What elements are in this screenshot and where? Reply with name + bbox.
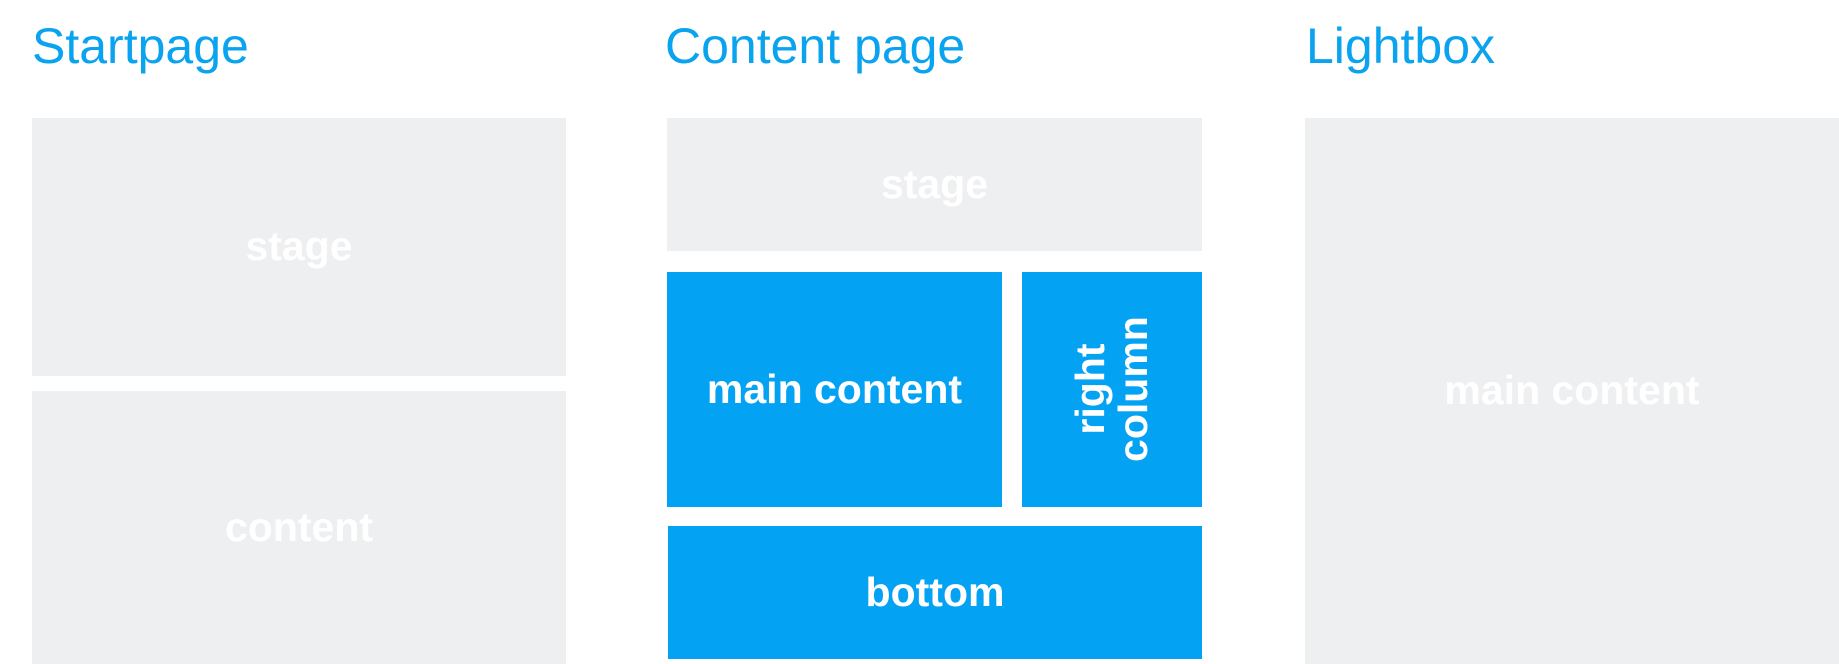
- lightbox-main-content-label: main content: [1444, 367, 1700, 414]
- startpage-content-region: content: [32, 391, 566, 664]
- bottom-region: bottom: [668, 526, 1202, 659]
- right-column-label: right column: [1066, 316, 1156, 463]
- content-page-heading: Content page: [665, 18, 966, 74]
- right-column-region: right column: [1022, 272, 1202, 507]
- content-page-stage-region: stage: [667, 118, 1202, 251]
- bottom-label: bottom: [865, 568, 1005, 615]
- right-column-label-line-2: column: [1109, 316, 1156, 463]
- lightbox-heading: Lightbox: [1306, 18, 1496, 74]
- main-content-region: main content: [667, 272, 1002, 507]
- startpage-content-label: content: [224, 503, 374, 550]
- startpage-heading: Startpage: [32, 18, 249, 74]
- startpage-stage-region: stage: [32, 118, 566, 376]
- content-page-stage-label: stage: [880, 160, 989, 207]
- right-column-label-line-1: right: [1066, 343, 1113, 436]
- lightbox-main-content-region: main content: [1305, 118, 1839, 664]
- startpage-stage-label: stage: [245, 223, 353, 270]
- main-content-label: main content: [706, 365, 963, 412]
